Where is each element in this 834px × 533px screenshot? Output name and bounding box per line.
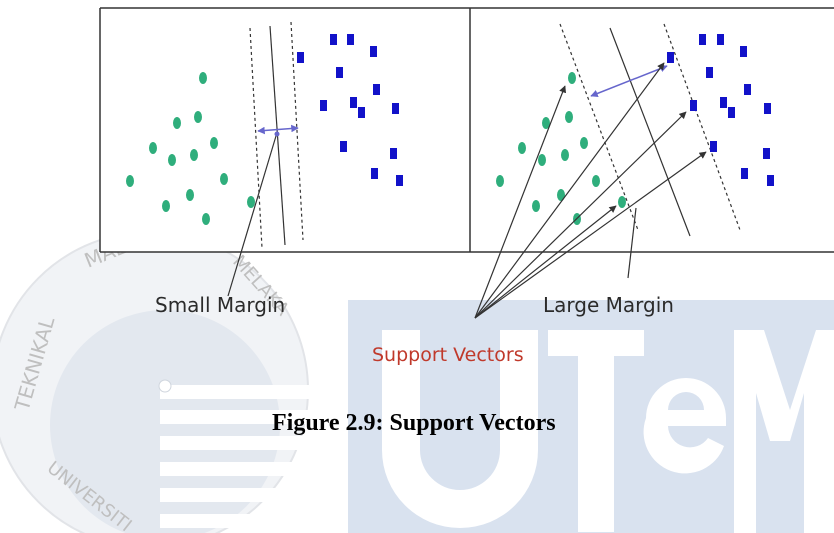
large-margin-label: Large Margin [543, 293, 674, 317]
blue-point [396, 175, 403, 186]
blue-point [763, 148, 770, 159]
right-blue-class-points [667, 34, 774, 186]
green-point [532, 200, 540, 212]
right-margin-boundary-1 [559, 23, 639, 231]
green-point [580, 137, 588, 149]
green-point [561, 149, 569, 161]
left-panel-small-margin [126, 21, 403, 249]
green-point [168, 154, 176, 166]
blue-point [728, 107, 735, 118]
blue-point [744, 84, 751, 95]
support-vector-arrow [474, 151, 707, 319]
blue-point [347, 34, 354, 45]
blue-point [320, 100, 327, 111]
blue-point-support [690, 100, 697, 111]
green-point [173, 117, 181, 129]
blue-point [720, 97, 727, 108]
support-vector-arrow [474, 111, 687, 319]
large-margin-pointer [627, 207, 637, 279]
left-margin-vector [257, 124, 299, 135]
blue-point [767, 175, 774, 186]
blue-point [370, 46, 377, 57]
figure-caption: Figure 2.9: Support Vectors [272, 410, 556, 436]
blue-point [373, 84, 380, 95]
green-point [194, 111, 202, 123]
green-point [592, 175, 600, 187]
green-point-support [568, 72, 576, 84]
blue-point-support [667, 52, 674, 63]
blue-point [741, 168, 748, 179]
university-watermark: MALAYSIA MELAKA TEKNIKAL UNIVERSITI [0, 213, 834, 533]
green-point-support [247, 196, 255, 208]
green-point [162, 200, 170, 212]
green-point [542, 117, 550, 129]
green-point [496, 175, 504, 187]
blue-point [699, 34, 706, 45]
green-point [202, 213, 210, 225]
blue-point [392, 103, 399, 114]
green-point [538, 154, 546, 166]
support-vectors-label: Support Vectors [372, 344, 524, 366]
support-vector-arrow [474, 205, 617, 319]
blue-point [390, 148, 397, 159]
left-green-class-points [126, 72, 255, 225]
blue-point [740, 46, 747, 57]
blue-point-support [710, 141, 717, 152]
green-point [149, 142, 157, 154]
green-point [126, 175, 134, 187]
small-margin-label: Small Margin [155, 293, 285, 317]
right-green-class-points [496, 72, 626, 225]
panels-background [100, 8, 834, 252]
blue-point [717, 34, 724, 45]
blue-point [706, 67, 713, 78]
green-point [186, 189, 194, 201]
green-point [518, 142, 526, 154]
green-point [210, 137, 218, 149]
left-margin-boundary-1 [249, 27, 263, 249]
blue-point [330, 34, 337, 45]
green-point [220, 173, 228, 185]
blue-point [336, 67, 343, 78]
green-point [565, 111, 573, 123]
green-point-support [618, 196, 626, 208]
utem-logo [348, 300, 834, 533]
seal-stripes [160, 385, 340, 528]
support-vector-arrow [474, 62, 665, 319]
left-blue-class-points [297, 34, 403, 186]
small-margin-pointer [227, 135, 277, 297]
blue-point [764, 103, 771, 114]
right-decision-boundary [609, 27, 691, 237]
seal-dot [158, 379, 172, 393]
label-pointers [227, 62, 707, 319]
blue-point [350, 97, 357, 108]
left-margin-dot [274, 131, 280, 137]
green-point [557, 189, 565, 201]
blue-point [371, 168, 378, 179]
green-point [190, 149, 198, 161]
right-margin-boundary-2 [663, 23, 741, 231]
right-panel-large-margin [496, 23, 774, 237]
right-margin-vector [590, 64, 668, 98]
green-point [199, 72, 207, 84]
blue-point-support [297, 52, 304, 63]
support-vector-arrow [474, 85, 567, 319]
blue-point [358, 107, 365, 118]
diagram-panels [99, 7, 834, 253]
right-hyperplane-lines [559, 23, 741, 237]
blue-point [340, 141, 347, 152]
